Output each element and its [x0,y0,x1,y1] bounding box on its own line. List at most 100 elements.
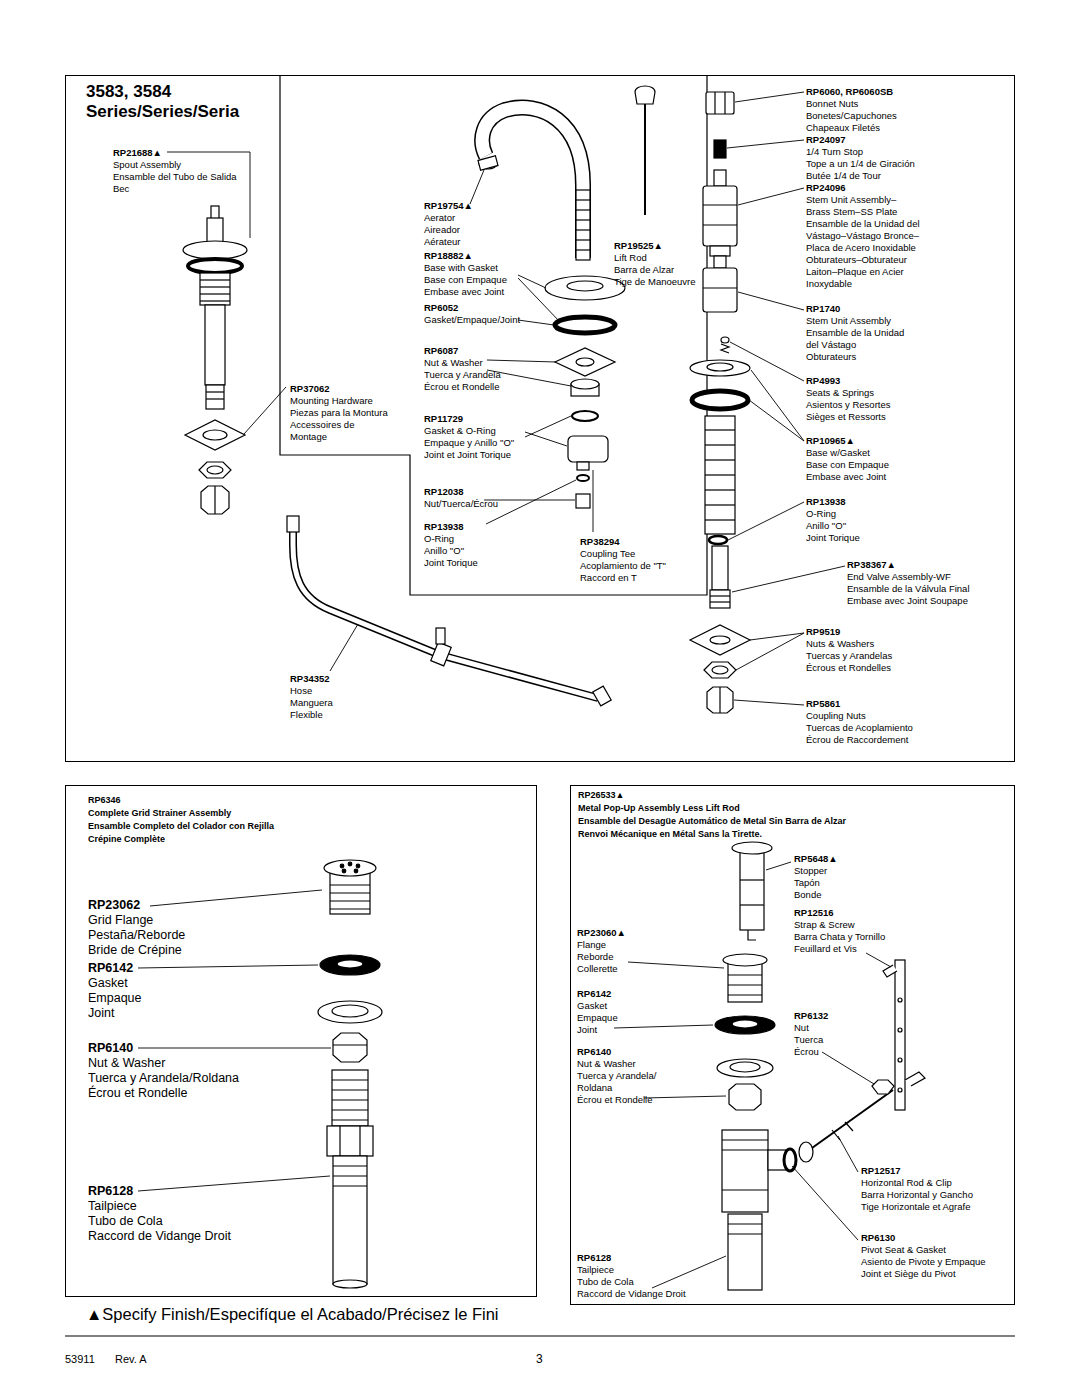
part-label: Raccord en T [580,572,637,584]
part-number: RP38367▲ [847,559,896,571]
drawing-stroke [866,953,891,967]
drawing-stroke [703,287,737,288]
drawing-stroke [571,379,599,389]
drawing-stroke [704,662,736,678]
drawing-stroke [568,436,608,462]
drawing-stroke [707,363,733,371]
part-label: O-Ring [806,508,836,520]
part-label: Chapeaux Filetés [806,122,880,134]
drawing-stroke [486,480,576,524]
drawing-stroke [735,92,804,102]
part-label: Asiento de Pivote y Empaque [861,1256,986,1268]
drawing-stroke [206,398,224,399]
part-label: Mounting Hardware [290,395,373,407]
drawing-stroke [199,462,231,478]
drawing-stroke [576,358,594,366]
drawing-stroke [812,1090,893,1148]
part-label: O-Ring [424,533,454,545]
drawing-stroke [356,864,360,868]
drawing-stroke [734,700,804,705]
drawing-stroke [518,278,560,322]
part-label: Écrou et Rondelle [88,1086,187,1101]
footer-note: ▲Specify Finish/Especifíque el Acabado/P… [86,1304,499,1324]
part-label: Tuerca y Arandela/Roldana [88,1071,239,1086]
part-number: RP6140 [577,1046,611,1058]
drawing-stroke [728,994,762,995]
part-number: RP6128 [88,1184,133,1199]
part-label: Tubo de Cola [577,1276,634,1288]
drawing-stroke [576,199,590,200]
hose [287,516,611,706]
heading-text: Crépine Complète [88,833,514,846]
part-label: Anillo "O" [424,545,464,557]
drawing-stroke [330,900,370,901]
part-label: Flange [577,939,606,951]
part-label: Coupling Nuts [806,710,866,722]
part-label: Laiton–Plaque en Acier [806,266,904,278]
drawing-stroke [333,1044,367,1045]
drawing-stroke [332,1079,368,1080]
part-label: Obturateurs [806,351,856,363]
drawing-stroke [751,370,804,441]
part-label: Écrou [794,1046,819,1058]
part-label: Embase avec Joint Soupape [847,595,968,607]
part-number: RP6142 [88,961,133,976]
drawing-stroke [898,1058,902,1062]
part-number: RP6140 [88,1041,133,1056]
assembly-frame: RP26533▲Metal Pop-Up Assembly Less Lift … [570,785,1015,1305]
part-label: Tige de Manoeuvre [614,276,696,288]
drawing-stroke [200,279,230,280]
drawing-stroke [340,864,344,868]
part-label: Joint [88,1006,114,1021]
part-number: RP19754▲ [424,200,473,212]
drawing-stroke [332,1119,368,1120]
drawing-stroke [332,1005,368,1017]
part-label: Nut/Tuerca/Écrou [424,498,498,510]
drawing-stroke [714,92,715,114]
drawing-stroke [712,546,728,590]
drawing-stroke [576,239,590,240]
heading-text: Complete Grid Strainer Assembly [88,807,514,820]
heading-text: RP26533▲ [578,789,1007,802]
drawing-stroke [722,1130,768,1212]
drawing-stroke [799,1142,813,1162]
drawing-stroke [332,1109,368,1110]
drawing-stroke [644,1096,726,1098]
drawing-stroke [705,519,735,520]
drawing-stroke [705,416,735,534]
drawing-stroke [332,1070,368,1126]
drawing-stroke [705,474,735,475]
drawing-stroke [287,516,299,532]
part-label: Ensamble del Tubo de Salida [113,171,237,183]
part-label: Barra Chata y Tornillo [794,931,885,943]
drawing-stroke [738,292,804,310]
part-label: Bride de Crépine [88,943,182,958]
drawing-stroke [333,1033,367,1062]
part-label: Tige Horizontale et Agrafe [861,1201,971,1213]
part-label: Ensamble de la Válvula Final [847,583,970,595]
inner-frame [280,75,707,595]
part-label: Tailpiece [88,1199,137,1214]
drawing-stroke [183,241,247,259]
part-label: Bonde [794,889,821,901]
popup-drain [715,842,925,1290]
part-number: RP5648▲ [794,853,838,865]
drawing-stroke [705,459,735,460]
part-label: Embase avec Joint [806,471,886,483]
part-number: RP1740 [806,303,840,315]
drawing-stroke [845,1122,853,1131]
drawing-stroke [330,892,370,893]
part-label: Grid Flange [88,913,153,928]
drawing-stroke [200,300,230,301]
drawing-stroke [749,400,804,441]
part-label: Joint [577,1024,597,1036]
drawing-stroke [348,862,352,866]
drawing-stroke [732,1020,758,1028]
part-label: Bonnet Nuts [806,98,858,110]
drawing-stroke [150,890,322,906]
drawing-stroke [710,636,730,644]
part-label: Nuts & Washers [806,638,874,650]
part-number: RP9519 [806,626,840,638]
part-label: Raccord de Vidange Droit [88,1229,231,1244]
part-number: RP6128 [577,1252,611,1264]
